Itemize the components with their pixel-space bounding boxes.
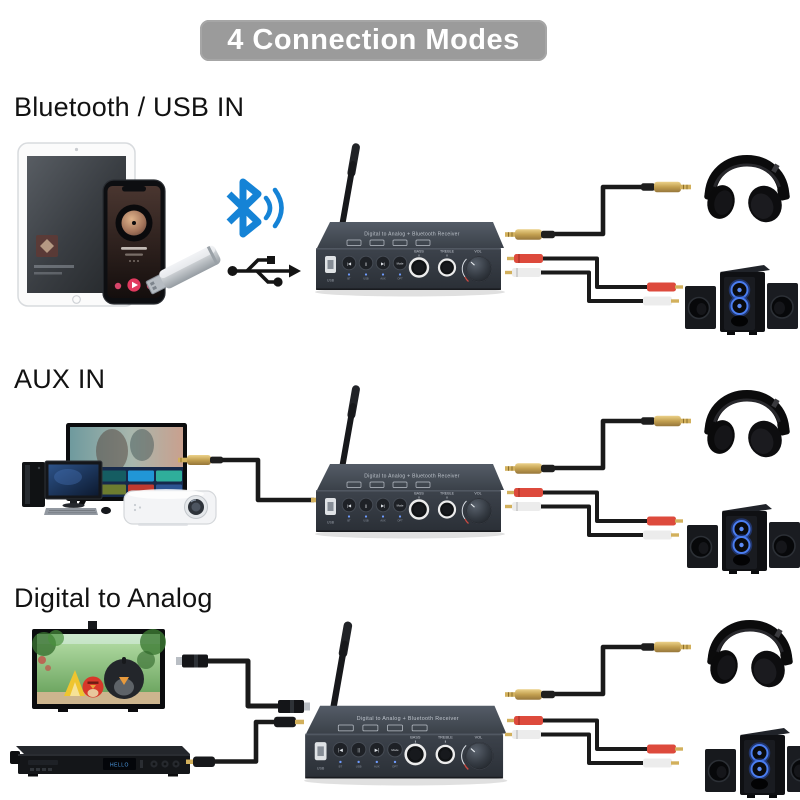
title-badge: 4 Connection Modes bbox=[200, 20, 547, 61]
dvd-display-text: HELLO bbox=[110, 763, 129, 769]
headphones bbox=[704, 396, 791, 463]
section-aux bbox=[22, 383, 800, 576]
speaker-system bbox=[703, 726, 800, 800]
tv-camera bbox=[88, 621, 97, 631]
bluetooth-icon bbox=[226, 178, 284, 238]
rca-output-cable bbox=[503, 252, 685, 308]
angry-birds-tv bbox=[32, 621, 166, 712]
connection-icons bbox=[226, 178, 301, 287]
source-devices-bluetooth-usb bbox=[17, 142, 221, 307]
section-digital: HELLO bbox=[10, 619, 800, 800]
section-bluetooth-usb bbox=[17, 141, 800, 337]
yellow-bird bbox=[64, 670, 85, 696]
headphones bbox=[704, 161, 791, 228]
headphones bbox=[707, 626, 794, 693]
receiver-device bbox=[313, 141, 507, 298]
aux-output-cable bbox=[505, 416, 691, 474]
section-label-digital: Digital to Analog bbox=[14, 583, 213, 613]
receiver-device bbox=[302, 619, 509, 787]
speaker-system bbox=[683, 263, 800, 337]
rca-output-cable bbox=[503, 714, 685, 770]
coaxial-cable bbox=[186, 716, 304, 767]
source-devices-digital: HELLO bbox=[10, 621, 310, 777]
section-label-aux: AUX IN bbox=[14, 364, 106, 394]
desktop-computer bbox=[22, 460, 111, 515]
source-devices-aux bbox=[22, 423, 318, 526]
projector bbox=[123, 489, 217, 526]
rca-output-cable bbox=[503, 486, 685, 542]
smartphone bbox=[102, 179, 166, 305]
usb-icon bbox=[227, 256, 301, 287]
mouse bbox=[101, 506, 111, 515]
aux-output-cable bbox=[505, 642, 691, 700]
aux-in-cable bbox=[178, 455, 318, 503]
receiver-device bbox=[313, 383, 507, 540]
dvd-player: HELLO bbox=[10, 746, 190, 777]
usb-flash-drive bbox=[145, 245, 221, 295]
optical-cable bbox=[176, 654, 310, 713]
speaker-system bbox=[685, 502, 800, 576]
keyboard bbox=[44, 508, 98, 515]
dvd-display bbox=[103, 758, 136, 770]
section-label-bluetooth-usb: Bluetooth / USB IN bbox=[14, 92, 245, 122]
aux-output-cable bbox=[505, 182, 691, 240]
